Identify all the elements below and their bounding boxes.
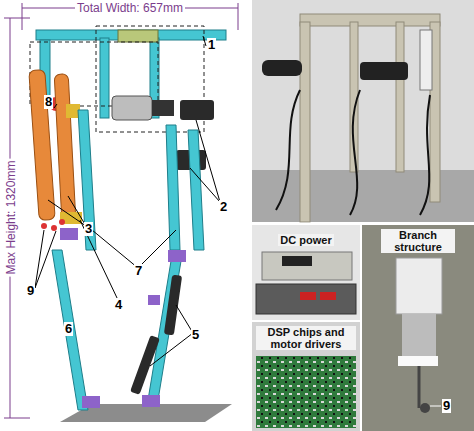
callout-number: 5: [191, 328, 200, 342]
callout-number: 1: [207, 38, 216, 52]
callout-number: 9: [442, 399, 451, 413]
callout-number: 6: [64, 322, 73, 336]
callout-number: 3: [84, 222, 93, 236]
callout-number: 2: [219, 200, 228, 214]
callout-number: 4: [114, 298, 123, 312]
dimension-label: Total Width: 657mm: [75, 2, 185, 15]
photo-caption: DC power: [278, 234, 333, 246]
dimension-label: Max Height: 1320mm: [5, 159, 18, 277]
callout-number: 9: [26, 284, 35, 298]
photo-caption: Branch structure: [381, 229, 455, 253]
callout-number: 7: [134, 264, 143, 278]
photo-caption: DSP chips and motor drivers: [256, 326, 356, 350]
callout-number: 8: [44, 95, 53, 109]
